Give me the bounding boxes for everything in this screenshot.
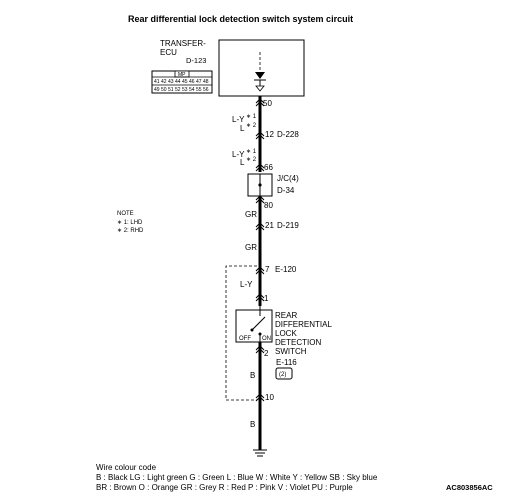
- star1-a: ∗ 1: [246, 114, 257, 120]
- switch-name-line3: LOCK: [275, 329, 297, 338]
- note-line1: ∗ 1: LHD: [117, 220, 143, 226]
- ecu-name-line2: ECU: [160, 48, 177, 57]
- conn-12-label: 12: [265, 130, 274, 139]
- conn-21-label: 21: [265, 221, 274, 230]
- connector-icon: [275, 367, 293, 380]
- pin-2-label: 2: [264, 349, 269, 358]
- diagram-title: Rear differential lock detection switch …: [128, 14, 353, 24]
- ground-arrow-icon: [255, 85, 265, 92]
- switch-name-line5: SWITCH: [275, 347, 307, 356]
- wire-color-gr-2: GR: [245, 243, 257, 252]
- switch-contact-icon: [251, 316, 266, 331]
- pin-50: 50: [161, 87, 167, 93]
- wire-color-ly-1: L-Y: [232, 115, 245, 124]
- wire-color-ly-2: L-Y: [232, 150, 245, 159]
- switch-name-line1: REAR: [275, 311, 297, 320]
- ecu-connector-table: MP 41 42 43 44 45 46 47 48 49 50 51 52 5…: [151, 70, 213, 94]
- pin-44: 44: [175, 79, 181, 85]
- figure-code: AC803856AC: [446, 483, 493, 492]
- pin-53: 53: [182, 87, 188, 93]
- pin-54: 54: [189, 87, 195, 93]
- pin-43: 43: [168, 79, 174, 85]
- switch-on-label: ON: [262, 336, 271, 342]
- pin-46: 46: [189, 79, 195, 85]
- switch-off-label: OFF: [239, 336, 251, 342]
- ecu-name-line1: TRANSFER-: [160, 39, 206, 48]
- connector-icon-label: (2): [279, 372, 286, 378]
- legend-line2: BR : Brown O : Orange GR : Grey R : Red …: [96, 483, 353, 492]
- conn-7-label: 7: [265, 265, 270, 274]
- wire-color-gr-1: GR: [245, 210, 257, 219]
- pin-51: 51: [168, 87, 174, 93]
- note-heading: NOTE: [117, 211, 134, 217]
- pin-55: 55: [196, 87, 202, 93]
- wire-color-b-2: B: [250, 420, 255, 429]
- junction-dot: [258, 183, 262, 187]
- pin-47: 47: [196, 79, 202, 85]
- pin-45: 45: [182, 79, 188, 85]
- ground-icon: [253, 449, 267, 457]
- note-line2: ∗ 2: RHD: [117, 228, 144, 234]
- connector-chevrons: [255, 98, 265, 402]
- pin-52: 52: [175, 87, 181, 93]
- star1-b: ∗ 1: [246, 149, 257, 155]
- pin-10-label: 10: [265, 393, 274, 402]
- pin-42: 42: [161, 79, 167, 85]
- pin-80-label: 80: [264, 201, 273, 210]
- pin-49: 49: [154, 87, 160, 93]
- shield-dashed-line: [225, 265, 257, 401]
- ecu-connector-id: D-123: [186, 56, 206, 65]
- switch-connector-id: E-116: [276, 358, 297, 367]
- star2-b: ∗ 2: [246, 157, 257, 163]
- star2-a: ∗ 2: [246, 123, 257, 129]
- jc-connector-id: D-34: [277, 186, 295, 195]
- legend-line1: B : Black LG : Light green G : Green L :…: [96, 473, 378, 482]
- pin-50-label: 50: [263, 99, 272, 108]
- wire-color-l-1: L: [240, 124, 245, 133]
- pin-41: 41: [154, 79, 160, 85]
- conn-d219-label: D-219: [277, 221, 299, 230]
- switch-box: [235, 309, 273, 343]
- switch-name-line4: DETECTION: [275, 338, 321, 347]
- wire-color-l-2: L: [240, 158, 245, 167]
- wire-color-b-1: B: [250, 371, 255, 380]
- wire-color-ly-3: L-Y: [240, 280, 253, 289]
- pin-1-label: 1: [264, 294, 269, 303]
- jc-label: J/C(4): [277, 174, 299, 183]
- conn-e120-label: E-120: [275, 265, 297, 274]
- connector-type-label: MP: [178, 72, 186, 78]
- switch-name-line2: DIFFERENTIAL: [275, 320, 332, 329]
- legend-heading: Wire colour code: [96, 463, 157, 472]
- pin-66-label: 66: [264, 163, 273, 172]
- pin-48: 48: [203, 79, 209, 85]
- conn-d228-label: D-228: [277, 130, 299, 139]
- pin-56: 56: [203, 87, 209, 93]
- diode-icon: [255, 72, 265, 79]
